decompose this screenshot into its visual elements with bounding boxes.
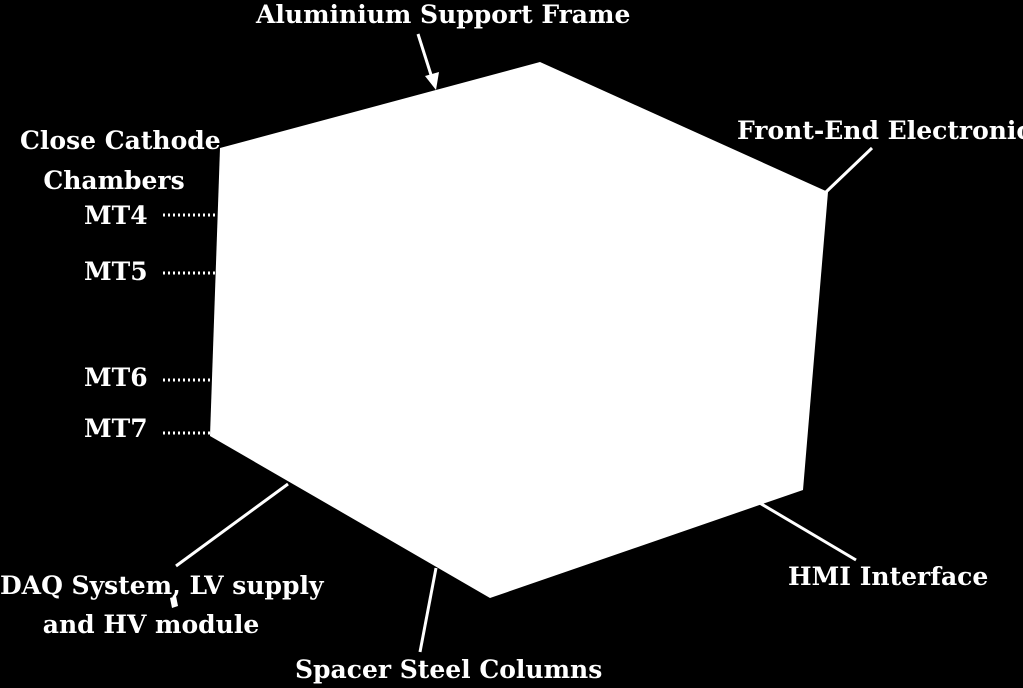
daq-pointer-icon [170,596,178,608]
mt6-label: MT6 [84,363,148,392]
hmi-leader [757,500,857,562]
front-end-leader [824,146,874,194]
cathode-chambers-line2: Chambers [43,166,185,195]
daq-system-line2: and HV module [42,610,260,639]
support-frame-leader [416,33,434,79]
spacer-columns-label: Spacer Steel Columns [295,655,603,684]
front-end-electronics-label: Front-End Electronics [737,116,1023,145]
mt7-label: MT7 [84,414,148,443]
mt4-label: MT4 [84,201,148,230]
spacer-leader [418,567,438,653]
cathode-chambers-line1: Close Cathode [20,126,221,155]
mt5-label: MT5 [84,257,148,286]
hmi-interface-label: HMI Interface [788,562,989,591]
daq-system-label: DAQ System, LV supply and HV module [0,566,324,644]
support-frame-arrow-icon [425,72,439,90]
support-frame-label: Aluminium Support Frame [256,0,631,29]
detector-body [210,62,828,598]
daq-leader [175,482,289,568]
cathode-chambers-label: Close Cathode Chambers [20,121,221,201]
daq-system-line1: DAQ System, LV supply [0,571,324,600]
